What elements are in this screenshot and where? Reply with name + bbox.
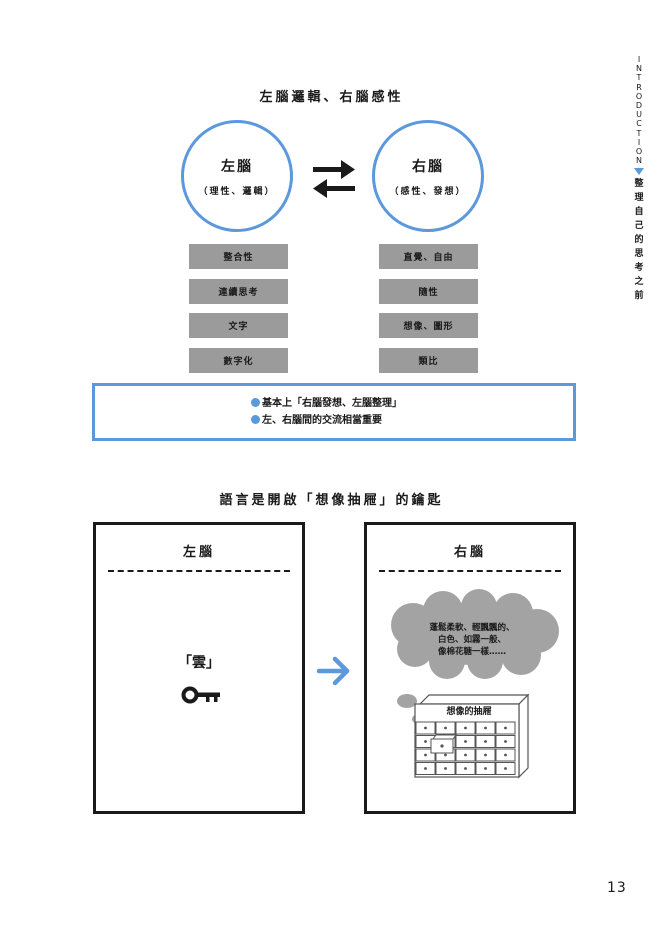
section2-title: 語言是開啟「想像抽屜」的鑰匙 — [219, 493, 444, 508]
drawer-knob — [504, 767, 507, 770]
drawer-knob — [464, 726, 467, 730]
drawer-knob — [504, 753, 507, 757]
en-char: N — [636, 64, 642, 74]
running-head-zh: 整理自己的思考之前 — [632, 177, 646, 303]
zh-char: 己 — [634, 221, 644, 232]
left-panel-heading: 左腦 — [182, 545, 215, 560]
thought-cloud-icon — [391, 589, 559, 679]
drawer-knob — [484, 726, 487, 730]
zh-char: 考 — [634, 263, 644, 274]
left-tag: 文字 — [189, 313, 288, 338]
left-tag: 數字化 — [189, 348, 288, 373]
drawer-knob — [444, 767, 447, 770]
cloud-text: 蓬鬆柔軟、輕飄飄的、 白色、如霧一般、 像棉花糖一樣…… — [429, 623, 515, 657]
drawer-knob — [444, 753, 447, 757]
drawer-knob — [484, 767, 487, 770]
left-tag: 連續思考 — [189, 279, 288, 304]
dashed-divider — [379, 570, 561, 572]
zh-char: 之 — [634, 277, 644, 288]
right-tag: 類比 — [379, 348, 478, 373]
left-tag: 整合性 — [189, 244, 288, 269]
drawer-knob — [424, 753, 427, 757]
right-brain-name: 右腦 — [412, 158, 444, 175]
en-char: T — [636, 73, 642, 83]
en-char: D — [635, 101, 643, 111]
drawer-knob — [424, 767, 427, 770]
arrow-right-icon — [316, 656, 350, 686]
left-brain-panel: 左腦 「雲」 — [93, 522, 305, 814]
drawer-knob — [464, 767, 467, 770]
left-brain-sub: （理性、邏輯） — [198, 186, 276, 197]
zh-char: 整 — [634, 179, 644, 190]
summary-line: 基本上「右腦發想、左腦整理」 — [251, 395, 573, 412]
drawer-knob — [464, 740, 467, 743]
en-char: I — [637, 137, 641, 147]
drawer-knob — [424, 726, 427, 730]
zh-char: 思 — [634, 249, 644, 260]
section1-title: 左腦邏輯、右腦感性 — [259, 90, 404, 105]
right-brain-sub: （感性、發想） — [389, 186, 467, 197]
left-brain-circle: 左腦 （理性、邏輯） — [181, 120, 293, 232]
key-icon — [181, 686, 220, 704]
running-head-triangle-icon — [634, 168, 644, 176]
dashed-divider — [108, 570, 290, 572]
drawer-knob — [464, 753, 467, 757]
drawer-knob — [424, 740, 427, 743]
swap-arrows-icon — [313, 160, 355, 198]
right-brain-circle: 右腦 （感性、發想） — [372, 120, 484, 232]
en-char: R — [636, 82, 642, 92]
summary-line: 左、右腦間的交流相當重要 — [251, 412, 573, 429]
right-tag: 想像、圖形 — [379, 313, 478, 338]
en-char: N — [636, 156, 642, 166]
right-panel-heading: 右腦 — [453, 545, 486, 560]
open-drawer-icon — [430, 734, 457, 754]
en-char: O — [635, 147, 643, 157]
zh-char: 自 — [634, 207, 644, 218]
zh-char: 理 — [634, 193, 644, 204]
en-char: O — [635, 91, 643, 101]
en-char: C — [636, 119, 642, 129]
drawer-knob — [484, 740, 487, 743]
zh-char: 前 — [634, 291, 644, 302]
drawer-knob — [444, 726, 447, 730]
en-char: U — [636, 110, 642, 120]
right-brain-panel: 右腦 蓬鬆柔軟、輕飄飄的、 白色、如霧一般、 像棉花糖一樣…… — [364, 522, 576, 814]
drawer-knob — [504, 726, 507, 730]
right-tag: 隨性 — [379, 279, 478, 304]
bullet-dot-icon — [251, 398, 260, 407]
right-tag: 直覺、自由 — [379, 244, 478, 269]
summary-box: 基本上「右腦發想、左腦整理」 左、右腦間的交流相當重要 — [92, 383, 576, 441]
zh-char: 的 — [634, 235, 644, 246]
drawer-knob — [484, 753, 487, 757]
en-char: I — [637, 55, 641, 64]
drawer-label: 想像的抽屜 — [446, 707, 492, 717]
en-char: T — [636, 128, 642, 138]
bullet-dot-icon — [251, 415, 260, 424]
cloud-word: 「雲」 — [178, 655, 220, 671]
drawer-knob — [504, 740, 507, 743]
left-brain-name: 左腦 — [221, 158, 253, 175]
page-number: 13 — [607, 880, 627, 896]
